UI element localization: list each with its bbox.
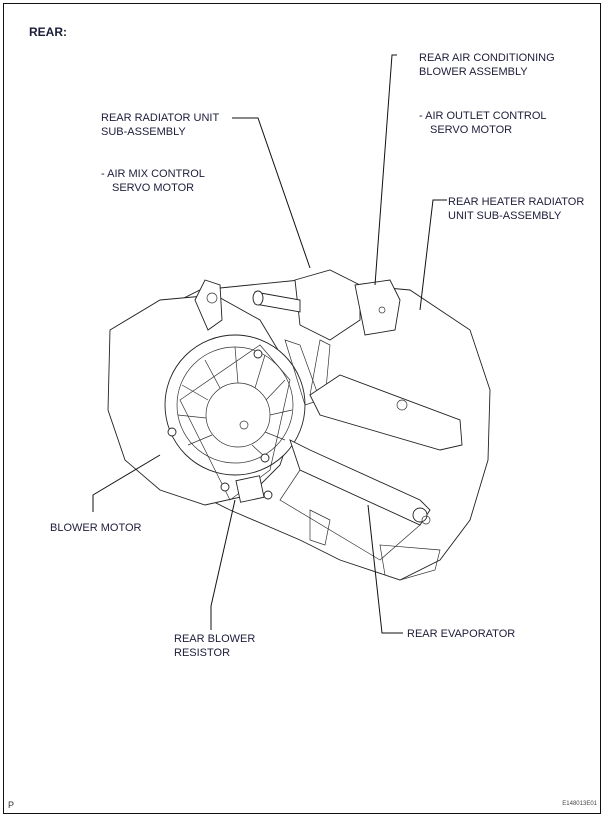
- leader-rear-blower-resistor: [210, 499, 236, 630]
- label-rear-ac-blower-line2: BLOWER ASSEMBLY: [419, 66, 528, 78]
- label-rear-radiator-line1: REAR RADIATOR UNIT: [101, 112, 220, 124]
- air-outlet-servo-drawing: [354, 279, 401, 336]
- label-air-outlet-line2: SERVO MOTOR: [430, 124, 513, 136]
- diagram-title: REAR:: [29, 25, 67, 39]
- label-rear-blower-resistor-line1: REAR BLOWER: [174, 633, 256, 645]
- figure-code: E148013E01: [562, 801, 597, 807]
- label-rear-evaporator: REAR EVAPORATOR: [407, 628, 516, 640]
- diagram-frame: [3, 3, 601, 814]
- rear-hvac-assembly-drawing: [107, 269, 491, 581]
- leader-rear-heater: [419, 199, 447, 311]
- label-rear-ac-blower-line1: REAR AIR CONDITIONING: [419, 52, 555, 64]
- leader-rear-ac-blower: [374, 54, 397, 286]
- label-rear-heater-line2: UNIT SUB-ASSEMBLY: [448, 210, 562, 222]
- leader-rear-radiator: [232, 117, 311, 269]
- footer-left-mark: P: [8, 800, 15, 810]
- blower-fan: [164, 334, 306, 476]
- leader-rear-evaporator: [367, 504, 403, 634]
- leader-blower-motor: [92, 454, 161, 512]
- label-air-mix-line2: SERVO MOTOR: [112, 182, 195, 194]
- resistor-drawing: [235, 475, 265, 503]
- air-mix-servo-drawing: [294, 269, 361, 341]
- label-blower-motor: BLOWER MOTOR: [50, 522, 142, 534]
- label-air-outlet-line1: - AIR OUTLET CONTROL: [419, 110, 547, 122]
- label-rear-heater-line1: REAR HEATER RADIATOR: [448, 196, 585, 208]
- heater-core-drawing: [309, 374, 463, 451]
- leader-lines: [92, 54, 447, 634]
- label-air-mix-line1: - AIR MIX CONTROL: [101, 168, 205, 180]
- label-rear-radiator-line2: SUB-ASSEMBLY: [101, 126, 186, 138]
- label-rear-blower-resistor-line2: RESISTOR: [174, 647, 231, 659]
